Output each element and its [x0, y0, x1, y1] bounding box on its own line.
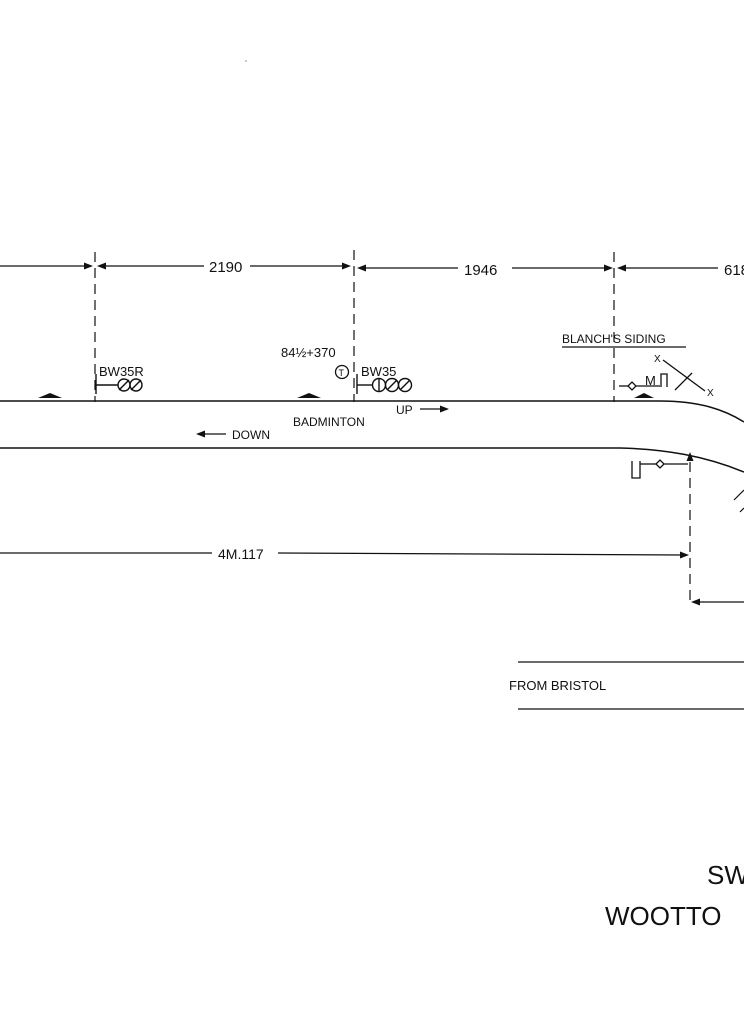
down-side-stop-signal — [631, 459, 688, 479]
mileage-marker: 84½+370 — [281, 345, 336, 360]
signal-bw35r — [95, 374, 143, 394]
mileage-arrowhead-lower — [691, 598, 700, 606]
tracks — [0, 400, 744, 473]
telephone-icon: T — [334, 364, 350, 380]
svg-text:T: T — [339, 368, 345, 378]
station-badminton: BADMINTON — [293, 415, 365, 429]
down-arrow-icon — [196, 430, 226, 438]
mileage-arrowhead-right — [680, 551, 689, 559]
signal-bw35 — [356, 374, 413, 394]
blanchs-siding-label: BLANCH'S SIDING — [562, 332, 666, 346]
track-markers — [38, 393, 654, 398]
mileage-dimension-line — [0, 552, 744, 603]
dimension-arrowheads — [84, 262, 626, 272]
dimension-618: 618 — [724, 262, 744, 279]
siding-mark-x-lower: X — [707, 388, 714, 399]
title-line-2: WOOTTO — [605, 901, 722, 931]
mileage-label: 4M.117 — [218, 546, 264, 562]
down-line-track — [0, 447, 744, 473]
top-dimension-line — [0, 265, 718, 269]
title-line-1: SW — [707, 860, 744, 890]
siding-mark-m: M — [645, 373, 656, 388]
signal-label-bw35: BW35 — [361, 364, 396, 379]
siding-connection — [619, 359, 706, 392]
down-side-arrowhead — [686, 452, 694, 461]
up-arrow-icon — [420, 405, 449, 413]
scan-speck — [245, 60, 247, 62]
dimension-2190: 2190 — [209, 259, 242, 276]
direction-up: UP — [396, 403, 413, 417]
reference-lines — [94, 250, 691, 606]
signal-label-bw35r: BW35R — [99, 364, 144, 379]
siding-mark-x-upper: X — [654, 354, 661, 365]
dimension-1946: 1946 — [464, 262, 497, 279]
direction-down: DOWN — [232, 428, 270, 442]
from-bristol-label: FROM BRISTOL — [509, 678, 606, 693]
track-fragment — [733, 489, 744, 513]
up-line-track — [0, 400, 744, 423]
